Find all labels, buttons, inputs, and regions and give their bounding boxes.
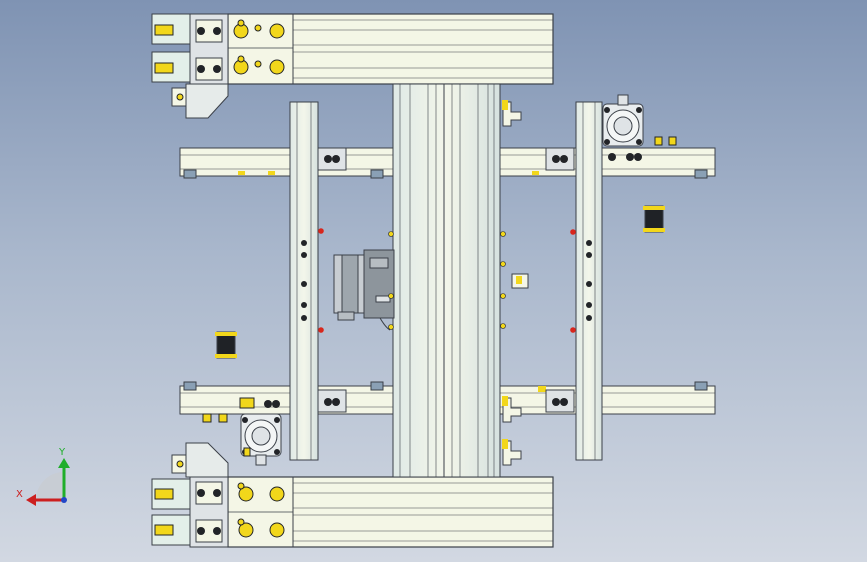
lower-left-cylinder-clamp <box>240 400 282 466</box>
small-clamp-right <box>643 205 665 233</box>
y-axis-label: Y <box>58 447 66 458</box>
motor-block <box>333 249 395 331</box>
x-axis-label: X <box>16 489 23 500</box>
bottom-left-clamp-assembly <box>151 442 229 548</box>
z-axis-dot <box>61 497 67 503</box>
small-clamp-left <box>215 331 237 359</box>
central-vertical-rails <box>392 83 501 478</box>
left-vertical-post <box>289 101 347 461</box>
coordinate-triad: Y X <box>16 447 70 506</box>
right-vertical-post <box>545 101 603 461</box>
bottom-beam-bolts <box>237 482 285 538</box>
red-reference-dots <box>318 228 576 333</box>
top-beam-bolts <box>233 19 285 75</box>
upper-right-cylinder-clamp <box>602 94 677 161</box>
top-left-clamp-assembly <box>151 13 229 119</box>
rail-markers <box>388 231 506 330</box>
sensor-brackets <box>502 100 529 466</box>
